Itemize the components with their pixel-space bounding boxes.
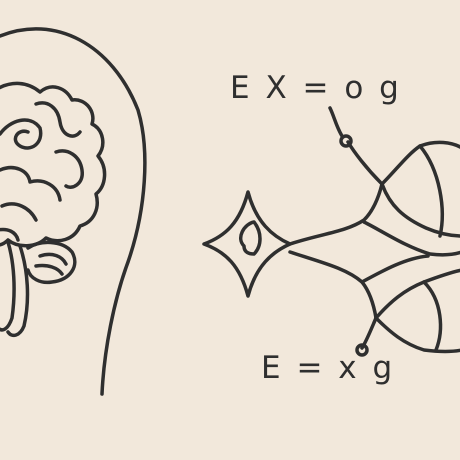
neural-network-icon <box>202 106 460 357</box>
brain-icon <box>0 81 107 338</box>
head-silhouette-icon <box>0 27 147 396</box>
equation-top: E X = o g <box>230 70 402 106</box>
equation-bottom: E = x g <box>261 350 396 386</box>
